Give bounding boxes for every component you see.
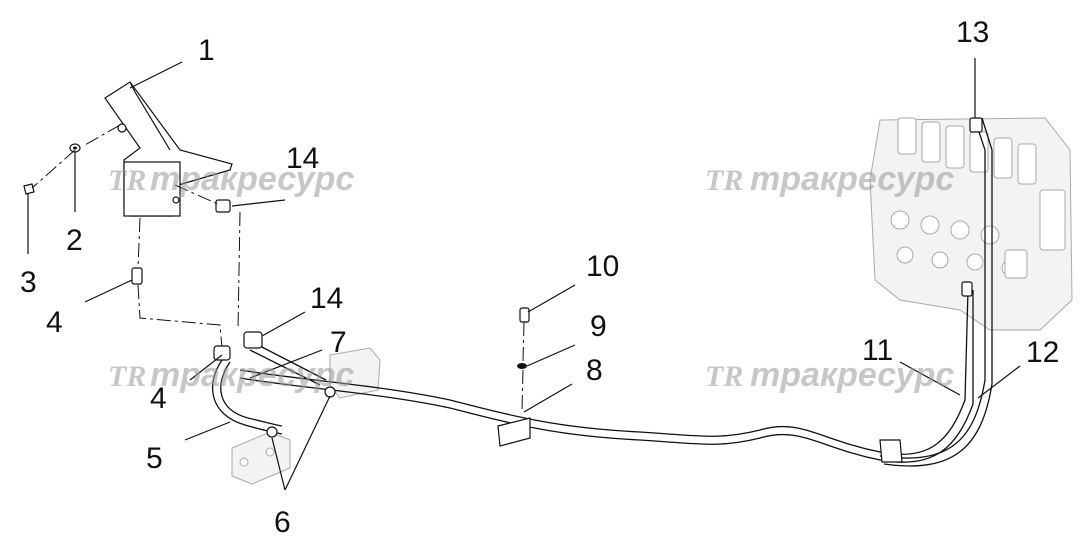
washer-9 xyxy=(517,363,527,369)
watermark-logo: TR xyxy=(108,360,146,393)
watermark-text: тракресурс xyxy=(150,160,354,198)
callout-7: 7 xyxy=(330,326,347,359)
callout-11: 11 xyxy=(862,334,893,367)
callout-5: 5 xyxy=(146,442,163,475)
bolt-10 xyxy=(519,307,530,323)
callout-3: 3 xyxy=(20,266,37,299)
callout-4-lower: 4 xyxy=(150,382,167,415)
fitting-14-upper xyxy=(215,199,231,213)
watermark-3: TR тракресурс xyxy=(108,356,354,394)
pedal-bracket xyxy=(104,81,233,217)
mid-block xyxy=(329,347,381,399)
watermark-1: TR тракресурс xyxy=(108,160,354,198)
watermark-text: тракресурс xyxy=(750,356,954,394)
lower-block xyxy=(231,431,291,485)
fitting-4-upper xyxy=(131,267,143,285)
callout-1: 1 xyxy=(198,34,215,67)
callout-6: 6 xyxy=(274,506,291,539)
watermark-4: TR тракресурс xyxy=(705,356,954,394)
callout-13: 13 xyxy=(956,16,989,49)
callout-4-upper: 4 xyxy=(46,306,63,339)
callout-2: 2 xyxy=(66,224,83,257)
callout-9: 9 xyxy=(590,310,607,343)
leader-lines xyxy=(27,58,1021,491)
callout-labels: 1 2 3 4 4 5 6 7 8 9 10 11 12 13 14 14 xyxy=(20,16,1059,539)
watermark-text: тракресурс xyxy=(150,356,354,394)
bolt-3 xyxy=(23,183,35,195)
callout-10: 10 xyxy=(586,250,619,283)
callout-8: 8 xyxy=(586,354,603,387)
washer xyxy=(69,143,81,153)
watermark-logo: TR xyxy=(705,164,743,197)
watermark-2: TR тракресурс xyxy=(705,160,954,198)
watermark-logo: TR xyxy=(108,164,146,197)
hose-assembly xyxy=(212,117,993,467)
callout-12: 12 xyxy=(1026,336,1059,369)
callout-14-upper: 14 xyxy=(286,142,319,175)
watermark-text: тракресурс xyxy=(750,160,954,198)
watermark-logo: TR xyxy=(705,360,743,393)
assembly-lines xyxy=(31,124,525,411)
callout-14-lower: 14 xyxy=(310,282,343,315)
control-valve-block xyxy=(869,117,1073,331)
